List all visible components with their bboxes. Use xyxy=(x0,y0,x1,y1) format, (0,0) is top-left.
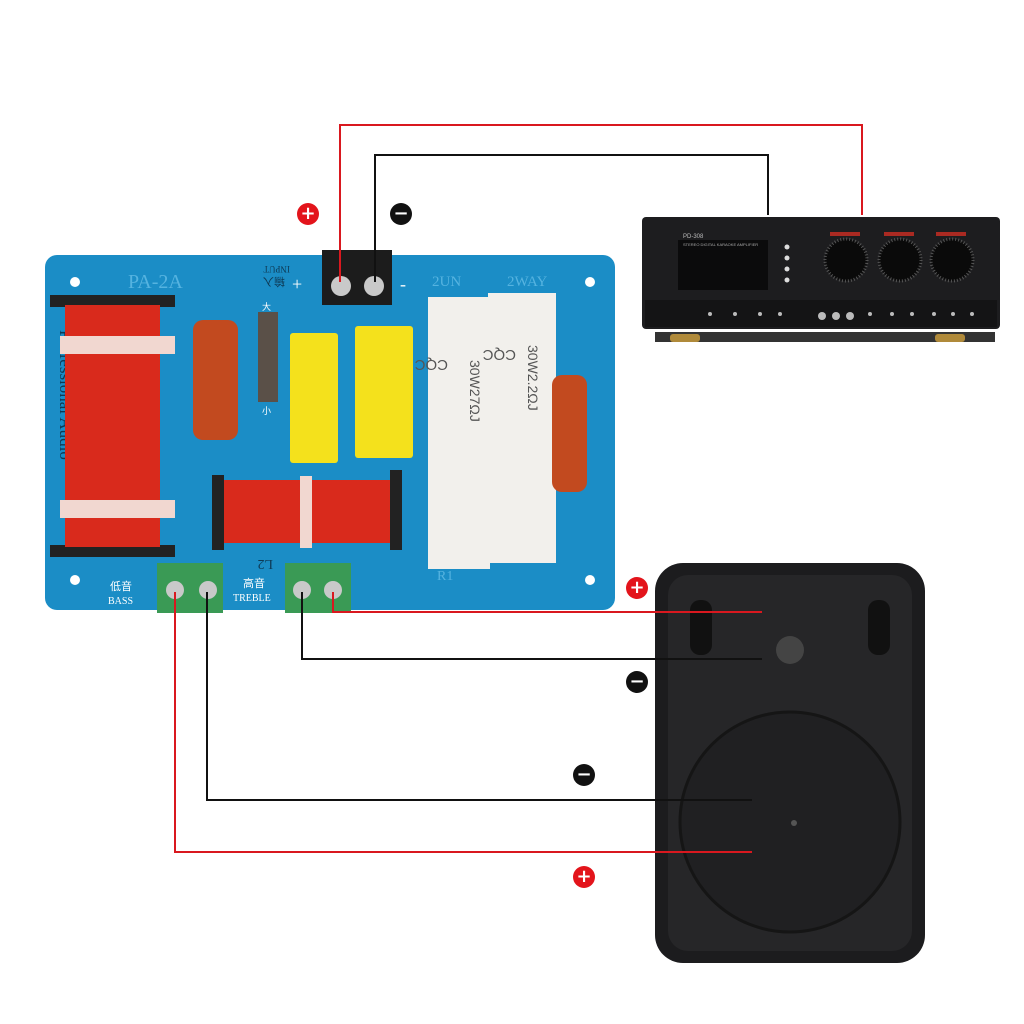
l2-label: L2 xyxy=(257,556,273,571)
bass-label: BASS xyxy=(108,596,133,607)
svg-text:30W27ΩJ: 30W27ΩJ xyxy=(467,360,483,422)
bass-minus-marker: − xyxy=(573,764,595,786)
way-label: 2WAY xyxy=(507,274,547,290)
capacitor xyxy=(193,320,238,440)
amplifier-subtitle: STEREO DIGITAL KARAOKE AMPLIFIER xyxy=(683,242,758,247)
bass-positive-wire xyxy=(174,592,752,853)
input-minus: - xyxy=(400,274,406,294)
bass-plus-marker: + xyxy=(573,866,595,888)
bass-terminal[interactable] xyxy=(157,563,223,613)
switch-low-label: 小 xyxy=(262,406,271,416)
input-positive-wire xyxy=(339,124,863,282)
capacitor-yellow xyxy=(290,333,338,463)
treble-negative-wire xyxy=(301,592,762,660)
board-model: PA-2A xyxy=(128,271,183,293)
capacitor xyxy=(552,375,587,492)
svg-text:CQC: CQC xyxy=(415,356,449,373)
amplifier: PD-308 STEREO DIGITAL KARAOKE AMPLIFIER xyxy=(642,217,1000,342)
resistor-r2: CQC 30W2.2ΩJ xyxy=(483,293,556,563)
bass-label-cn: 低音 xyxy=(110,579,132,593)
resistor-r1: CQC 30W27ΩJ xyxy=(415,297,490,569)
capacitor-yellow xyxy=(355,326,413,458)
treble-inductor xyxy=(212,470,402,550)
treble-terminal[interactable] xyxy=(285,563,351,613)
wires xyxy=(174,124,863,853)
input-negative-wire xyxy=(374,154,769,282)
input-terminal[interactable] xyxy=(322,250,392,305)
amplifier-model: PD-308 xyxy=(683,234,704,240)
treble-label: TREBLE xyxy=(233,593,271,604)
unit-label: 2UN xyxy=(432,274,461,290)
input-plus: + xyxy=(292,274,302,294)
input-plus-marker: + xyxy=(297,203,319,225)
speaker xyxy=(655,563,925,963)
svg-text:30W2.2ΩJ: 30W2.2ΩJ xyxy=(525,345,541,411)
bass-negative-wire xyxy=(206,592,752,801)
r1-label: R1 xyxy=(437,569,453,584)
svg-text:CQC: CQC xyxy=(483,346,517,363)
bass-inductor xyxy=(50,295,175,557)
level-switch[interactable] xyxy=(258,312,278,402)
treble-plus-marker: + xyxy=(626,577,648,599)
crossover-board: PA-2A Professional Audio INPUT 输入 + - 2U… xyxy=(45,250,615,613)
input-minus-marker: − xyxy=(390,203,412,225)
treble-positive-wire xyxy=(332,592,762,613)
input-label-cn: 输入 xyxy=(263,275,285,289)
switch-high-label: 大 xyxy=(262,301,271,312)
treble-label-cn: 高音 xyxy=(243,576,265,590)
input-label: INPUT xyxy=(263,264,290,274)
treble-minus-marker: − xyxy=(626,671,648,693)
